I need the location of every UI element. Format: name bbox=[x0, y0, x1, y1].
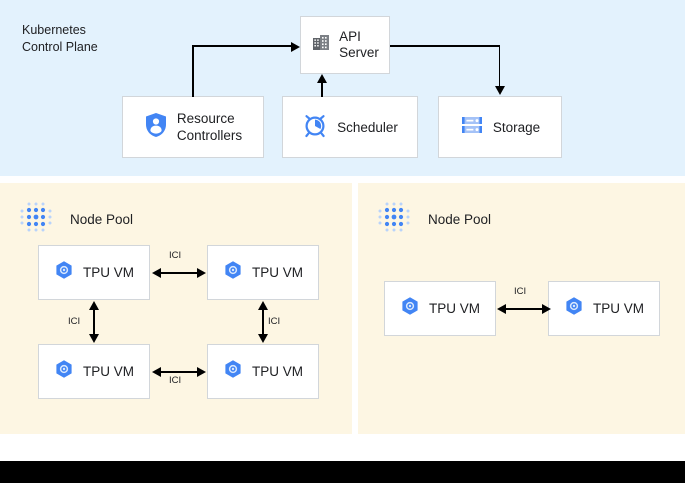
ici-arrowhead bbox=[258, 334, 268, 343]
database-icon bbox=[460, 113, 484, 142]
ici-link-line bbox=[262, 309, 264, 335]
connector-resource-controllers-vertical bbox=[192, 45, 194, 97]
connector-resource-controllers-horizontal bbox=[192, 45, 293, 47]
shield-user-icon bbox=[144, 112, 168, 143]
tpu-vm-label: TPU VM bbox=[82, 265, 134, 280]
connector-storage-horizontal bbox=[390, 45, 500, 47]
node-pool-dots-icon bbox=[376, 199, 412, 240]
ici-arrowhead bbox=[152, 367, 161, 377]
arrowhead-to-api-server-left bbox=[291, 41, 300, 52]
ici-label: ICI bbox=[68, 316, 81, 327]
ici-link-line bbox=[160, 371, 198, 373]
storage-box[interactable]: Storage bbox=[438, 96, 562, 158]
node-pool-left-header: Node Pool bbox=[18, 199, 133, 240]
tpu-hexagon-icon bbox=[400, 296, 420, 321]
ici-arrowhead bbox=[258, 301, 268, 310]
tpu-vm-label: TPU VM bbox=[82, 364, 134, 379]
ici-arrowhead bbox=[152, 268, 161, 278]
node-pool-left-title: Node Pool bbox=[70, 212, 134, 227]
connector-storage-vertical bbox=[498, 45, 501, 88]
tpu-vm-label: TPU VM bbox=[251, 265, 303, 280]
ici-label: ICI bbox=[268, 316, 281, 327]
api-server-box[interactable]: API Server bbox=[300, 16, 390, 74]
resource-controllers-box[interactable]: Resource Controllers bbox=[122, 96, 264, 158]
connector-scheduler-vertical bbox=[321, 82, 323, 97]
node-pool-right-header: Node Pool bbox=[376, 199, 491, 240]
tpu-vm-box[interactable]: TPU VM bbox=[38, 245, 150, 300]
ici-arrowhead bbox=[497, 304, 506, 314]
tpu-hexagon-icon bbox=[564, 296, 584, 321]
tpu-hexagon-icon bbox=[54, 359, 74, 384]
ici-arrowhead bbox=[89, 301, 99, 310]
ici-arrowhead bbox=[197, 268, 206, 278]
tpu-vm-box[interactable]: TPU VM bbox=[38, 344, 150, 399]
node-pool-dots-icon bbox=[18, 199, 54, 240]
ici-link-line bbox=[93, 309, 95, 335]
tpu-vm-box[interactable]: TPU VM bbox=[548, 281, 660, 336]
tpu-vm-box[interactable]: TPU VM bbox=[207, 245, 319, 300]
ici-label: ICI bbox=[169, 250, 182, 261]
scheduler-box[interactable]: Scheduler bbox=[282, 96, 418, 158]
api-server-label: API Server bbox=[339, 29, 379, 60]
tpu-vm-label: TPU VM bbox=[251, 364, 303, 379]
scheduler-label: Scheduler bbox=[337, 119, 398, 135]
tpu-hexagon-icon bbox=[54, 260, 74, 285]
ici-link-line bbox=[505, 308, 543, 310]
arrowhead-to-storage bbox=[494, 86, 505, 95]
arrowhead-to-api-server-bottom bbox=[317, 74, 327, 83]
resource-controllers-label: Resource Controllers bbox=[176, 111, 243, 143]
alarm-clock-icon bbox=[302, 112, 328, 143]
tpu-hexagon-icon bbox=[223, 359, 243, 384]
tpu-vm-label: TPU VM bbox=[428, 301, 480, 316]
building-icon bbox=[311, 33, 331, 58]
node-pool-right-title: Node Pool bbox=[428, 212, 492, 227]
tpu-vm-label: TPU VM bbox=[592, 301, 644, 316]
tpu-hexagon-icon bbox=[223, 260, 243, 285]
ici-label: ICI bbox=[514, 286, 527, 297]
control-plane-title: Kubernetes Control Plane bbox=[22, 23, 98, 54]
ici-link-line bbox=[160, 272, 198, 274]
ici-arrowhead bbox=[542, 304, 551, 314]
ici-arrowhead bbox=[89, 334, 99, 343]
storage-label: Storage bbox=[492, 119, 541, 135]
tpu-vm-box[interactable]: TPU VM bbox=[207, 344, 319, 399]
tpu-vm-box[interactable]: TPU VM bbox=[384, 281, 496, 336]
ici-arrowhead bbox=[197, 367, 206, 377]
ici-label: ICI bbox=[169, 375, 182, 386]
bottom-black-bar bbox=[0, 461, 685, 483]
